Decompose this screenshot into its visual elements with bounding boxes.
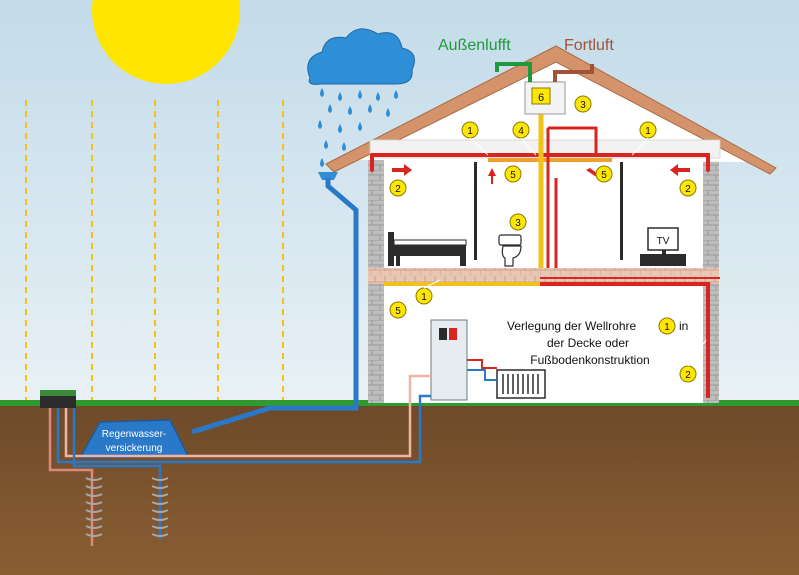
marker-5-lower: 5 bbox=[389, 301, 407, 319]
marker-1-right: 1 bbox=[639, 121, 657, 139]
room-divider-right bbox=[620, 162, 623, 260]
marker-1-note: 1 bbox=[658, 317, 676, 335]
marker-2-left: 2 bbox=[389, 179, 407, 197]
marker-5-right: 5 bbox=[595, 165, 613, 183]
geothermal-probe-right bbox=[151, 477, 169, 537]
svg-text:2: 2 bbox=[685, 184, 691, 195]
svg-text:5: 5 bbox=[510, 170, 516, 181]
svg-text:1: 1 bbox=[421, 292, 427, 303]
svg-text:1: 1 bbox=[467, 126, 473, 137]
room-divider-left bbox=[474, 162, 477, 260]
marker-3-mid: 3 bbox=[509, 213, 527, 231]
svg-text:4: 4 bbox=[518, 126, 524, 137]
marker-leader-lines bbox=[423, 137, 707, 367]
svg-text:3: 3 bbox=[515, 218, 521, 229]
outside-air-label: Außenlufft bbox=[438, 37, 511, 54]
svg-text:5: 5 bbox=[395, 306, 401, 317]
note-line3: Fußbodenkonstruktion bbox=[530, 353, 649, 367]
geothermal-collector bbox=[40, 390, 76, 408]
geothermal-probe-left bbox=[85, 477, 103, 537]
rainwater-label-line2: versickerung bbox=[106, 443, 163, 454]
toilet-icon bbox=[498, 234, 522, 267]
cloud bbox=[307, 28, 415, 85]
svg-text:1: 1 bbox=[664, 322, 670, 333]
marker-3-top: 3 bbox=[574, 95, 592, 113]
middle-floor bbox=[368, 268, 719, 284]
svg-text:2: 2 bbox=[685, 370, 691, 381]
svg-text:1: 1 bbox=[645, 126, 651, 137]
supply-ducts-upper bbox=[370, 126, 710, 172]
rainwater-label-line1: Regenwasser- bbox=[102, 429, 166, 440]
rain-gutter bbox=[318, 172, 338, 180]
exhaust-air-label: Fortluft bbox=[564, 37, 614, 54]
supply-ducts-lower bbox=[384, 277, 720, 398]
marker-2-lower: 2 bbox=[679, 365, 697, 383]
marker-1-left: 1 bbox=[461, 121, 479, 139]
heating-pipes bbox=[467, 359, 497, 381]
extract-ducts bbox=[488, 110, 612, 268]
marker-2-right: 2 bbox=[679, 179, 697, 197]
downpipe bbox=[191, 178, 359, 435]
marker-5-left: 5 bbox=[504, 165, 522, 183]
note-line2: der Decke oder bbox=[547, 336, 629, 350]
svg-text:6: 6 bbox=[538, 92, 544, 104]
svg-text:5: 5 bbox=[601, 170, 607, 181]
rain-drops bbox=[318, 88, 398, 167]
heat-pump-unit bbox=[430, 319, 468, 401]
marker-1-lower: 1 bbox=[415, 287, 433, 305]
radiator-icon bbox=[496, 369, 546, 399]
exhaust-air-duct bbox=[553, 64, 594, 82]
note-line1b: in bbox=[679, 319, 688, 333]
outside-air-duct bbox=[495, 62, 532, 82]
svg-text:2: 2 bbox=[395, 184, 401, 195]
tv-label: TV bbox=[657, 236, 670, 247]
sun bbox=[92, 0, 240, 84]
marker-4: 4 bbox=[512, 121, 530, 139]
note-line1a: Verlegung der Wellrohre bbox=[507, 319, 637, 333]
marker-6: 6 bbox=[531, 87, 551, 105]
bed-icon bbox=[388, 232, 467, 266]
svg-text:3: 3 bbox=[580, 100, 586, 111]
tv-icon bbox=[640, 227, 686, 266]
